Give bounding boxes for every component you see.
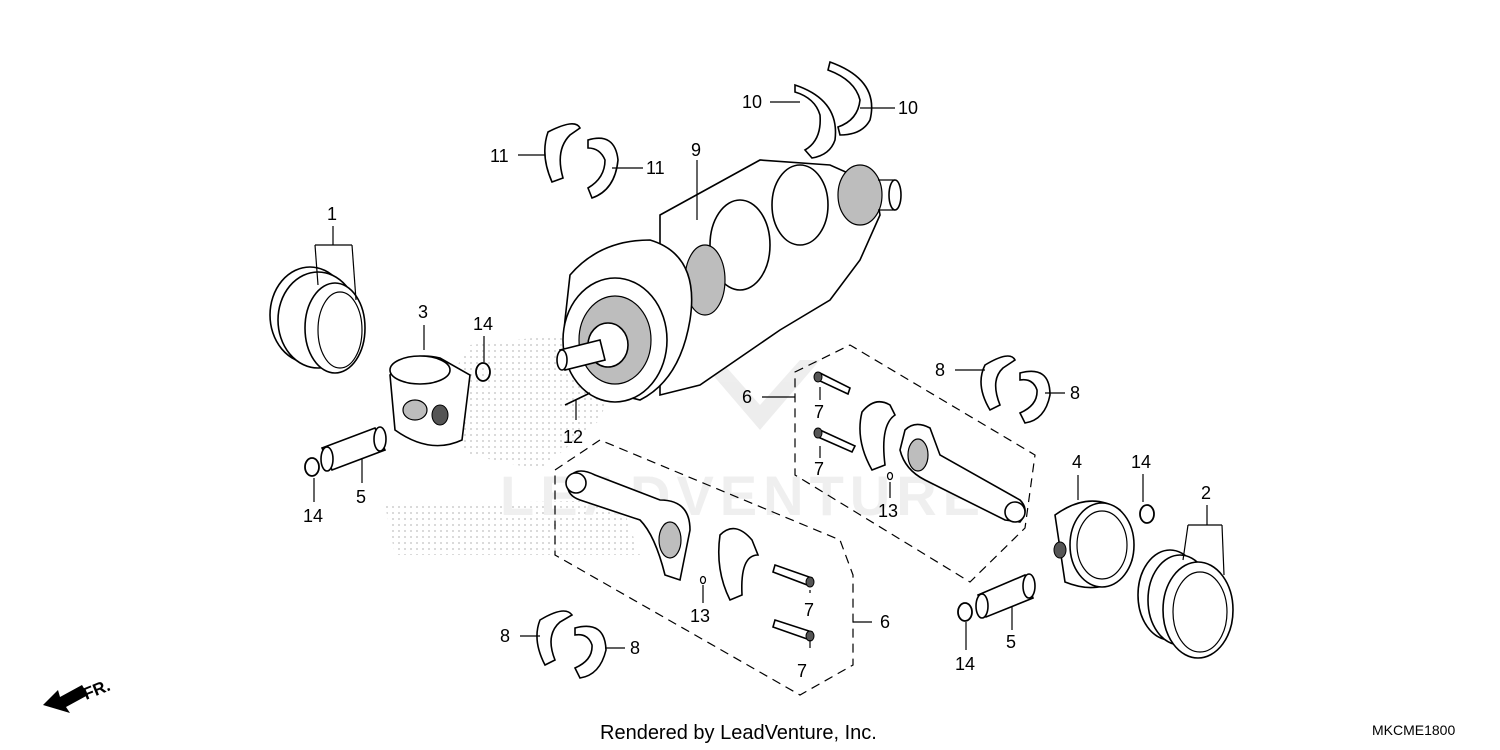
callout-8: 8 — [630, 638, 640, 658]
callout-5: 5 — [356, 487, 366, 507]
callout-8: 8 — [935, 360, 945, 380]
piston-right — [1053, 500, 1135, 589]
dowel-pin-upper — [886, 471, 894, 481]
dowel-pin-lower — [699, 575, 707, 585]
connecting-rod-assembly-upper — [794, 344, 1036, 583]
callout-5: 5 — [1006, 632, 1016, 652]
callout-6: 6 — [742, 387, 752, 407]
rod-bolt-upper-2 — [813, 427, 857, 454]
callout-7: 7 — [797, 661, 807, 681]
callout-7: 7 — [804, 600, 814, 620]
connecting-rod-upper — [899, 423, 1026, 523]
rod-cap-upper — [859, 400, 897, 471]
callout-10: 10 — [898, 98, 918, 118]
callout-13: 13 — [690, 606, 710, 626]
callout-8: 8 — [1070, 383, 1080, 403]
rod-bearing-lower-a — [536, 610, 574, 667]
rod-bearing-upper-a — [980, 355, 1017, 412]
callout-2: 2 — [1201, 483, 1211, 503]
rod-cap-lower — [717, 527, 760, 602]
callout-6: 6 — [880, 612, 890, 632]
diagram-code: MKCME1800 — [1372, 722, 1455, 738]
piston-ring-set-right — [1137, 549, 1234, 659]
callout-14: 14 — [955, 654, 975, 674]
main-bearing-upper — [544, 123, 582, 184]
thrust-washer-right — [827, 60, 873, 136]
callout-12: 12 — [563, 427, 583, 447]
callout-14: 14 — [1131, 452, 1151, 472]
crankshaft — [556, 159, 902, 403]
front-indicator-label: FR. — [80, 676, 113, 704]
main-bearing-lower — [587, 137, 619, 200]
callout-1: 1 — [327, 204, 337, 224]
piston-pin-clip-upper-right — [1139, 504, 1155, 524]
piston-pin-clip-upper-left — [475, 362, 491, 382]
piston-ring-set-left — [269, 266, 366, 374]
render-credit: Rendered by LeadVenture, Inc. — [600, 722, 877, 744]
callout-9: 9 — [691, 140, 701, 160]
front-direction-arrow: FR. — [43, 676, 113, 713]
callout-14: 14 — [303, 506, 323, 526]
callout-11: 11 — [490, 146, 509, 166]
piston-pin-left — [320, 426, 387, 472]
rod-bolt-lower-1 — [772, 563, 815, 588]
rod-bearing-upper-b — [1018, 370, 1051, 424]
callout-8: 8 — [500, 626, 510, 646]
piston-pin-right — [975, 573, 1036, 619]
connecting-rod-lower — [565, 470, 691, 582]
thrust-washer-left — [794, 83, 837, 159]
rod-bearing-lower-b — [573, 625, 607, 679]
callout-13: 13 — [878, 501, 898, 521]
woodruff-key — [564, 392, 591, 406]
rod-bolt-upper-1 — [813, 371, 851, 396]
callout-7: 7 — [814, 402, 824, 422]
piston-pin-clip-lower-right — [957, 602, 973, 622]
callout-10: 10 — [742, 92, 762, 112]
callout-3: 3 — [418, 302, 428, 322]
piston-pin-clip-lower-left — [304, 457, 320, 477]
callout-11: 11 — [646, 158, 665, 178]
callout-labels: 1 3 14 14 5 12 9 10 10 11 11 6 6 7 7 7 7… — [303, 92, 1211, 681]
piston-left — [389, 355, 471, 447]
leader-lines — [313, 101, 1225, 650]
callout-4: 4 — [1072, 452, 1082, 472]
rod-bolt-lower-2 — [772, 618, 815, 642]
callout-7: 7 — [814, 459, 824, 479]
callout-14: 14 — [473, 314, 493, 334]
connecting-rod-assembly-lower — [554, 439, 854, 696]
